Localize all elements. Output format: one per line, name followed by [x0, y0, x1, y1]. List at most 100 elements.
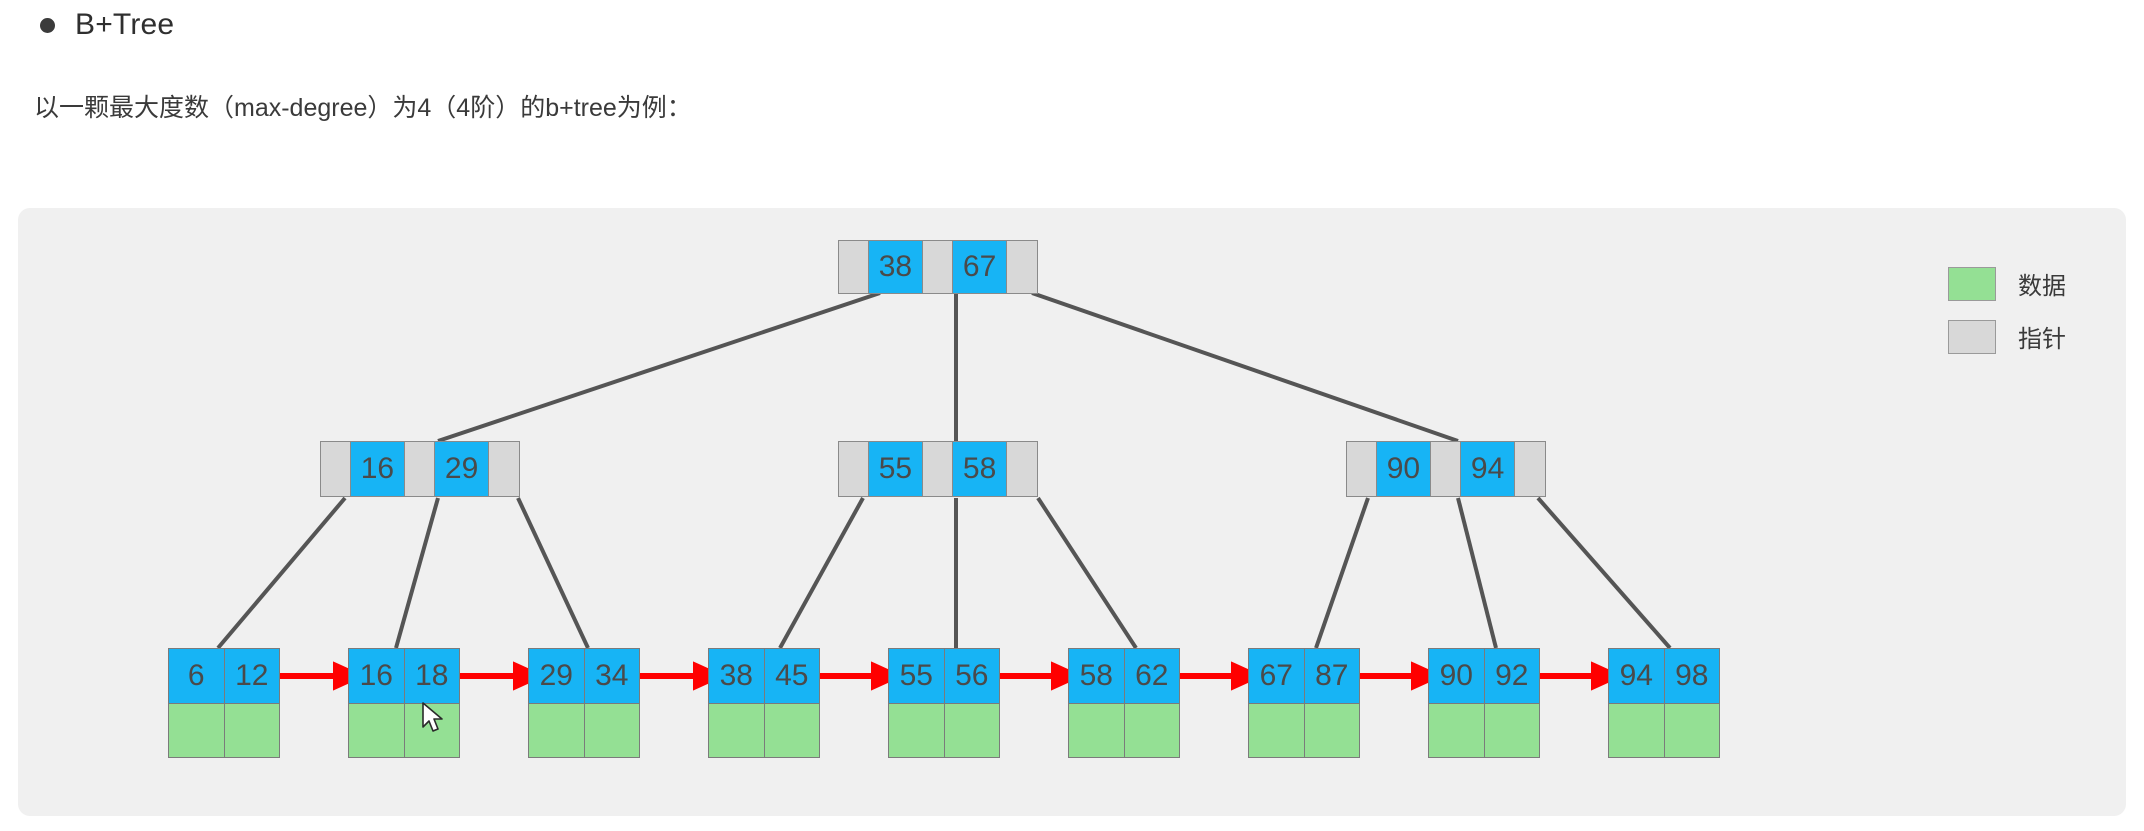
tree-node-internal-left: 16 29 — [320, 441, 520, 497]
tree-node-internal-right: 90 94 — [1346, 441, 1546, 497]
leaf-key-cell: 67 — [1249, 649, 1305, 703]
leaf-key-cell: 6 — [169, 649, 225, 703]
leaf-data-row — [529, 703, 639, 757]
tree-connector-lines — [216, 291, 1672, 691]
leaf-data-cell — [224, 703, 279, 757]
node-pointer-cell — [1007, 442, 1037, 496]
leaf-data-row — [169, 703, 279, 757]
node-pointer-cell — [839, 241, 869, 293]
node-pointer-cell — [923, 241, 953, 293]
tree-leaf-node: 6 12 — [168, 648, 280, 758]
node-key-cell: 94 — [1460, 442, 1516, 496]
leaf-key-row: 55 56 — [889, 649, 999, 703]
node-key-cell: 16 — [350, 442, 406, 496]
tree-leaf-node: 94 98 — [1608, 648, 1720, 758]
leaf-data-cell — [1429, 703, 1485, 757]
leaf-key-cell: 62 — [1124, 649, 1179, 703]
legend-label: 指针 — [2018, 326, 2066, 353]
page-heading: B+Tree — [40, 8, 174, 42]
tree-leaf-node: 55 56 — [888, 648, 1000, 758]
leaf-data-cell — [709, 703, 765, 757]
leaf-key-cell: 34 — [584, 649, 639, 703]
leaf-key-cell: 45 — [764, 649, 819, 703]
leaf-key-row: 90 92 — [1429, 649, 1539, 703]
node-key-cell: 67 — [952, 241, 1008, 293]
leaf-data-cell — [1249, 703, 1305, 757]
leaf-data-row — [1069, 703, 1179, 757]
leaf-data-row — [889, 703, 999, 757]
leaf-data-cell — [1124, 703, 1179, 757]
leaf-key-row: 6 12 — [169, 649, 279, 703]
subtitle-text: 以一颗最大度数（max-degree）为4（4阶）的b+tree为例： — [34, 94, 692, 122]
node-pointer-cell — [489, 442, 519, 496]
legend: 数据 指针 — [1948, 266, 2066, 354]
tree-leaf-node: 38 45 — [708, 648, 820, 758]
leaf-key-cell: 87 — [1304, 649, 1359, 703]
leaf-key-row: 38 45 — [709, 649, 819, 703]
leaf-key-cell: 38 — [709, 649, 765, 703]
legend-label: 数据 — [2018, 273, 2066, 300]
leaf-key-row: 67 87 — [1249, 649, 1359, 703]
node-key-cell: 58 — [952, 442, 1008, 496]
node-pointer-cell — [839, 442, 869, 496]
leaf-data-cell — [404, 703, 459, 757]
leaf-key-cell: 18 — [404, 649, 459, 703]
leaf-key-cell: 12 — [224, 649, 279, 703]
node-pointer-cell — [1007, 241, 1037, 293]
leaf-key-cell: 98 — [1664, 649, 1719, 703]
leaf-key-cell: 92 — [1484, 649, 1539, 703]
tree-leaf-node: 29 34 — [528, 648, 640, 758]
tree-leaf-node: 67 87 — [1248, 648, 1360, 758]
leaf-data-cell — [584, 703, 639, 757]
legend-item-pointer: 指针 — [1948, 319, 2066, 354]
leaf-data-row — [1429, 703, 1539, 757]
leaf-data-cell — [169, 703, 225, 757]
leaf-data-row — [1249, 703, 1359, 757]
tree-node-root: 38 67 — [838, 240, 1038, 294]
node-pointer-cell — [923, 442, 953, 496]
leaf-data-cell — [764, 703, 819, 757]
node-pointer-cell — [1347, 442, 1377, 496]
leaf-data-cell — [1069, 703, 1125, 757]
node-key-cell: 38 — [868, 241, 924, 293]
leaf-key-row: 16 18 — [349, 649, 459, 703]
leaf-data-cell — [349, 703, 405, 757]
diagram-panel: 38 67 16 29 55 58 90 94 6 12 — [18, 208, 2126, 816]
leaf-key-cell: 55 — [889, 649, 945, 703]
node-key-cell: 29 — [434, 442, 490, 496]
leaf-key-cell: 90 — [1429, 649, 1485, 703]
tree-leaf-node: 90 92 — [1428, 648, 1540, 758]
leaf-data-cell — [944, 703, 999, 757]
leaf-key-cell: 56 — [944, 649, 999, 703]
leaf-data-cell — [1664, 703, 1719, 757]
node-pointer-cell — [321, 442, 351, 496]
leaf-data-cell — [1304, 703, 1359, 757]
page-title: B+Tree — [75, 8, 175, 41]
node-pointer-cell — [1431, 442, 1461, 496]
leaf-data-cell — [1609, 703, 1665, 757]
leaf-data-cell — [529, 703, 585, 757]
node-pointer-cell — [1515, 442, 1545, 496]
node-key-cell: 55 — [868, 442, 924, 496]
tree-leaf-node: 58 62 — [1068, 648, 1180, 758]
leaf-key-cell: 58 — [1069, 649, 1125, 703]
leaf-key-cell: 29 — [529, 649, 585, 703]
leaf-data-row — [349, 703, 459, 757]
node-pointer-cell — [405, 442, 435, 496]
leaf-key-row: 58 62 — [1069, 649, 1179, 703]
legend-item-data: 数据 — [1948, 266, 2066, 301]
leaf-data-row — [1609, 703, 1719, 757]
leaf-key-row: 29 34 — [529, 649, 639, 703]
leaf-data-cell — [889, 703, 945, 757]
gray-square-swatch-icon — [1948, 319, 1996, 354]
leaf-key-cell: 16 — [349, 649, 405, 703]
leaf-data-row — [709, 703, 819, 757]
leaf-key-cell: 94 — [1609, 649, 1665, 703]
tree-leaf-node: 16 18 — [348, 648, 460, 758]
leaf-key-row: 94 98 — [1609, 649, 1719, 703]
tree-node-internal-middle: 55 58 — [838, 441, 1038, 497]
green-square-swatch-icon — [1948, 266, 1996, 301]
bullet-dot-icon — [40, 17, 55, 33]
node-key-cell: 90 — [1376, 442, 1432, 496]
leaf-data-cell — [1484, 703, 1539, 757]
